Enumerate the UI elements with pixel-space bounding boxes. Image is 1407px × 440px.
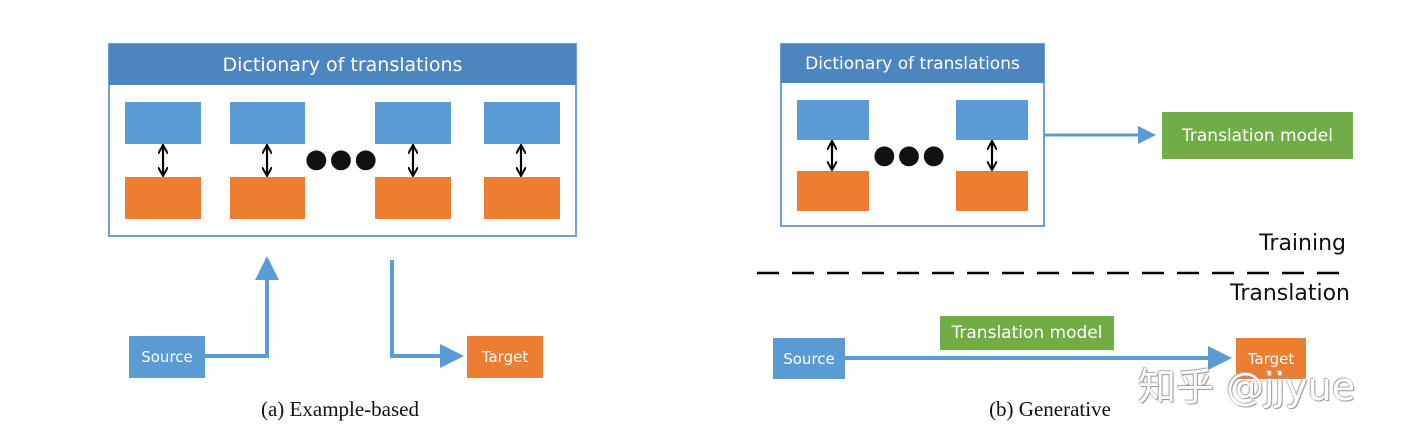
target-entry-a4 [484,177,560,219]
ellipsis-dots-a: ●●● [304,144,380,174]
source-box-b: Source [773,338,845,379]
source-label-a: Source [141,348,193,366]
source-entry-b1 [797,100,869,140]
translation-model-label-bottom: Translation model [951,323,1103,343]
target-entry-a2 [230,177,305,219]
target-label-b: Target [1247,349,1295,368]
source-label-b: Source [783,349,835,368]
target-box-b: Target [1236,338,1306,379]
translation-model-label-top: Translation model [1182,125,1333,146]
target-label-a: Target [481,348,529,366]
target-entry-b2 [956,171,1028,211]
target-entry-b1 [797,171,869,211]
dictionary-title-b: Dictionary of translations [781,44,1044,83]
training-label: Training [1259,231,1346,256]
target-entry-a3 [375,177,451,219]
target-box-a: Target [467,336,543,378]
source-entry-a1 [125,102,201,144]
source-entry-b2 [956,100,1028,140]
dictionary-to-target-arrow [390,260,464,368]
source-to-dictionary-arrow [205,256,279,358]
translation-phase-label: Translation [1230,281,1350,306]
translation-model-box-bottom: Translation model [940,316,1114,350]
source-entry-a4 [484,102,560,144]
translation-model-box-top: Translation model [1162,112,1353,159]
target-entry-a1 [125,177,201,219]
ellipsis-dots-b: ●●● [872,140,948,170]
caption-a: (a) Example-based [260,397,419,421]
source-entry-a2 [230,102,305,144]
watermark: 知乎 @jjyue [1138,365,1356,409]
source-box-a: Source [129,336,205,378]
caption-b: (b) Generative [989,397,1111,421]
source-entry-a3 [375,102,451,144]
dictionary-title-a: Dictionary of translations [109,44,576,85]
